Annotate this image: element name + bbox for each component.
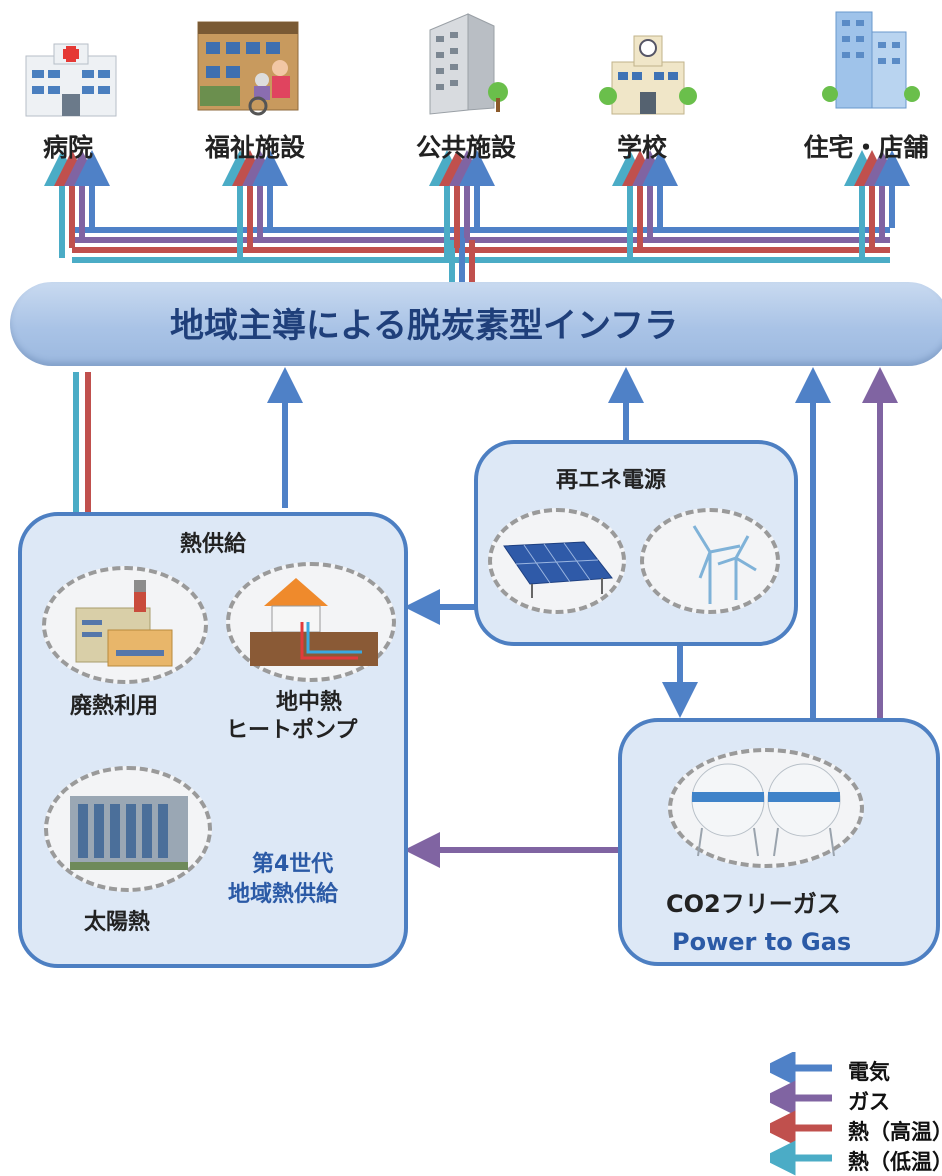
renewable-title: 再エネ電源 <box>556 468 667 493</box>
hospital-icon <box>22 38 120 118</box>
legend-label-electricity: 電気 <box>848 1060 890 1084</box>
wind-power-circle <box>640 508 780 614</box>
building-risers <box>44 150 910 258</box>
gas-tank-circle <box>668 748 864 868</box>
gas-subtitle: Power to Gas <box>672 928 852 956</box>
public-facility-icon <box>420 10 512 120</box>
legend-label-heat-high: 熱（高温） <box>848 1120 942 1144</box>
solar-thermal-label: 太陽熱 <box>84 910 151 935</box>
solar-thermal-icon <box>70 796 188 870</box>
solar-panel-icon <box>503 541 613 598</box>
building-label-school: 学校 <box>616 133 668 162</box>
geothermal-label-2: ヒートポンプ <box>226 718 358 743</box>
waste-heat-label: 廃熱利用 <box>70 694 159 719</box>
geothermal-circle <box>226 562 396 682</box>
infrastructure-pipe <box>10 282 942 366</box>
geothermal-label-1: 地中熱 <box>276 690 343 715</box>
legend-arrows <box>770 1052 832 1176</box>
infrastructure-label: 地域主導による脱炭素型インフラ <box>170 306 678 346</box>
welfare-facility-icon <box>192 18 314 118</box>
geothermal-house-icon <box>250 578 378 666</box>
building-label-housing: 住宅・店舗 <box>803 133 929 162</box>
distribution-bus <box>72 227 890 285</box>
gas-title: CO2フリーガス <box>666 890 841 918</box>
school-icon <box>598 30 698 118</box>
gen4-label-2: 地域熱供給 <box>228 882 339 907</box>
gas-tank-icon <box>691 763 841 857</box>
gen4-label-1: 第4世代 <box>252 852 334 877</box>
legend-label-gas: ガス <box>848 1090 890 1114</box>
solar-thermal-circle <box>44 766 212 892</box>
wind-turbine-icon <box>692 525 757 604</box>
legend-label-heat-low: 熱（低温） <box>848 1150 942 1174</box>
supply-arrows <box>73 367 898 868</box>
solar-pv-circle <box>488 508 626 614</box>
building-label-welfare: 福祉施設 <box>204 133 306 162</box>
heat-supply-title: 熱供給 <box>180 532 247 557</box>
waste-heat-circle <box>42 566 208 684</box>
factory-icon <box>75 580 173 667</box>
building-label-public: 公共施設 <box>415 133 517 162</box>
building-label-hospital: 病院 <box>42 133 94 162</box>
housing-shop-icon <box>820 8 920 118</box>
